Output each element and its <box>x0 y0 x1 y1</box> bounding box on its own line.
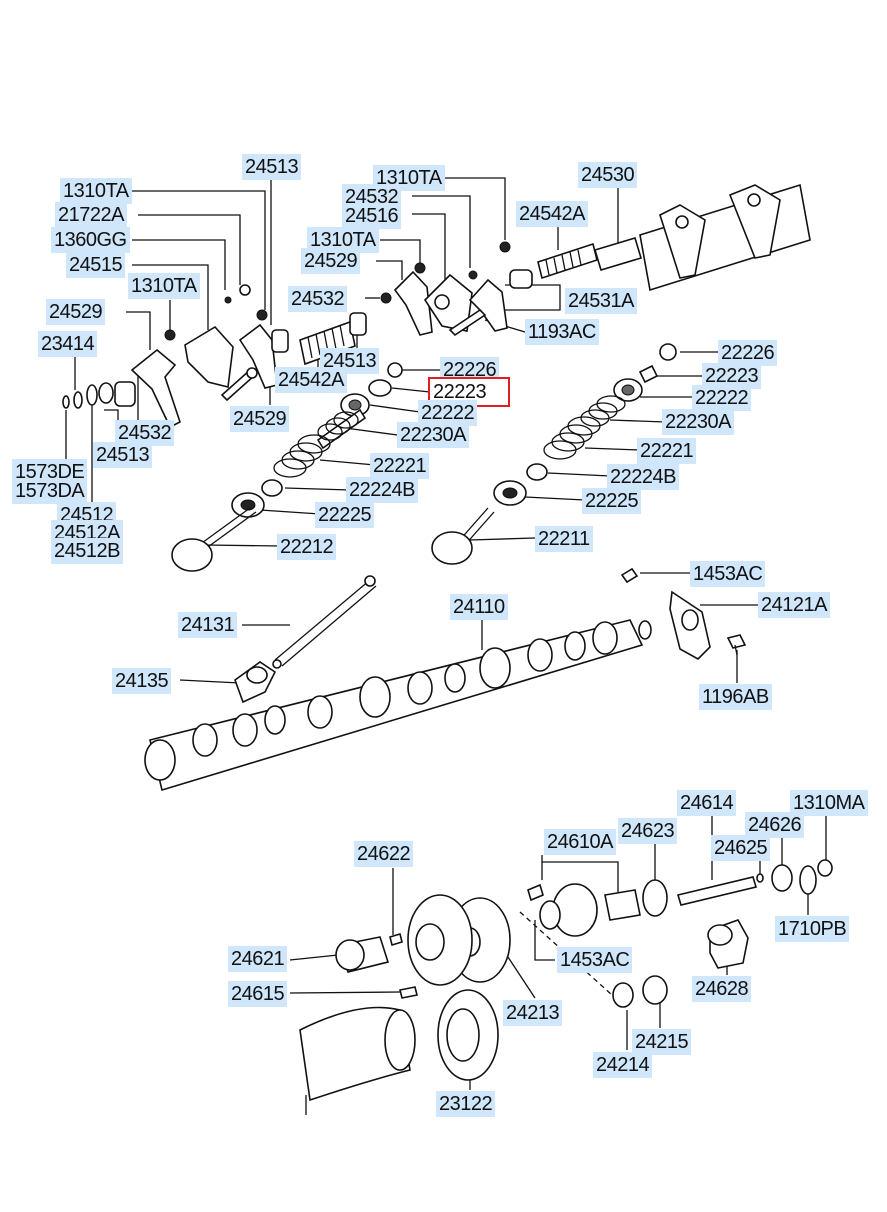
part-label-24121A[interactable]: 24121A <box>758 592 830 618</box>
part-label-24529[interactable]: 24529 <box>301 248 361 274</box>
part-label-1310TA[interactable]: 1310TA <box>60 178 132 204</box>
part-label-24513[interactable]: 24513 <box>320 348 380 374</box>
part-label-24529[interactable]: 24529 <box>230 406 290 432</box>
part-label-1573DA[interactable]: 1573DA <box>12 478 88 504</box>
part-label-24614[interactable]: 24614 <box>677 790 737 816</box>
part-label-24513[interactable]: 24513 <box>93 442 153 468</box>
valve-stack-left <box>171 362 403 572</box>
part-label-22222[interactable]: 22222 <box>692 385 752 411</box>
part-label-24615[interactable]: 24615 <box>228 981 288 1007</box>
part-label-21722A[interactable]: 21722A <box>55 202 127 228</box>
part-label-22224B[interactable]: 22224B <box>607 464 679 490</box>
part-label-24515[interactable]: 24515 <box>66 252 126 278</box>
part-label-22221[interactable]: 22221 <box>637 438 697 464</box>
part-label-24628[interactable]: 24628 <box>692 976 752 1002</box>
part-label-22223[interactable]: 22223 <box>702 363 762 389</box>
part-label-24532[interactable]: 24532 <box>288 286 348 312</box>
part-label-22226[interactable]: 22226 <box>718 340 778 366</box>
part-label-24215[interactable]: 24215 <box>632 1029 692 1055</box>
part-label-1453AC[interactable]: 1453AC <box>690 561 766 587</box>
part-label-1453AC[interactable]: 1453AC <box>557 947 633 973</box>
part-label-24513[interactable]: 24513 <box>242 154 302 180</box>
part-label-24625[interactable]: 24625 <box>711 835 771 861</box>
part-label-24531A[interactable]: 24531A <box>565 288 637 314</box>
part-label-24626[interactable]: 24626 <box>745 812 805 838</box>
part-label-24610A[interactable]: 24610A <box>544 829 616 855</box>
part-label-24110[interactable]: 24110 <box>450 594 508 620</box>
part-label-24214[interactable]: 24214 <box>593 1052 653 1078</box>
part-label-22226[interactable]: 22226 <box>440 357 500 383</box>
rocker-group-left <box>62 284 289 429</box>
part-label-22224B[interactable]: 22224B <box>346 477 418 503</box>
part-label-22222[interactable]: 22222 <box>418 400 478 426</box>
part-label-1710PB[interactable]: 1710PB <box>775 916 850 942</box>
part-label-22225[interactable]: 22225 <box>315 502 375 528</box>
part-label-24512B[interactable]: 24512B <box>51 538 123 564</box>
gear-area <box>299 859 833 1115</box>
part-label-1196AB[interactable]: 1196AB <box>699 684 772 710</box>
part-label-24516[interactable]: 24516 <box>342 203 402 229</box>
part-label-22221[interactable]: 22221 <box>370 453 430 479</box>
part-label-22230A[interactable]: 22230A <box>397 422 469 448</box>
part-label-23414[interactable]: 23414 <box>38 331 98 357</box>
part-label-22225[interactable]: 22225 <box>582 488 642 514</box>
camshaft-area <box>144 567 747 792</box>
part-label-23122[interactable]: 23122 <box>436 1091 496 1117</box>
part-label-22212[interactable]: 22212 <box>277 534 337 560</box>
part-label-24622[interactable]: 24622 <box>354 841 414 867</box>
part-label-24529[interactable]: 24529 <box>46 299 106 325</box>
part-label-24530[interactable]: 24530 <box>578 162 638 188</box>
part-label-1360GG[interactable]: 1360GG <box>51 227 130 253</box>
part-label-22211[interactable]: 22211 <box>535 526 593 552</box>
part-label-1193AC[interactable]: 1193AC <box>525 319 599 345</box>
valve-stack-right <box>431 343 677 565</box>
part-label-1310MA[interactable]: 1310MA <box>790 790 868 816</box>
part-label-1310TA[interactable]: 1310TA <box>128 273 200 299</box>
part-label-24621[interactable]: 24621 <box>228 946 288 972</box>
part-label-24135[interactable]: 24135 <box>112 668 172 694</box>
part-label-24213[interactable]: 24213 <box>503 1000 563 1026</box>
part-label-24542A[interactable]: 24542A <box>275 367 347 393</box>
part-label-22230A[interactable]: 22230A <box>662 409 734 435</box>
part-label-24542A[interactable]: 24542A <box>516 201 588 227</box>
part-label-24131[interactable]: 24131 <box>178 612 238 638</box>
part-label-24623[interactable]: 24623 <box>618 818 678 844</box>
part-label-24532[interactable]: 24532 <box>115 420 175 446</box>
rocker-group-middle <box>299 183 811 366</box>
